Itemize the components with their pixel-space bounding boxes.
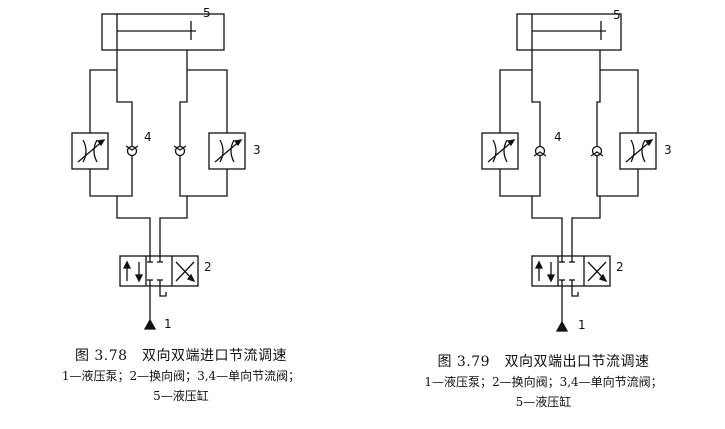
label-pump: 1 — [578, 318, 586, 332]
pump-symbol — [143, 318, 157, 330]
label-reversing-valve: 2 — [204, 260, 212, 274]
label-reversing-valve: 2 — [616, 260, 624, 274]
reversing-valve — [531, 255, 611, 287]
hydraulic-cylinder — [516, 13, 622, 51]
labels-right: 5 4 3 2 1 — [554, 8, 672, 332]
one-way-throttle-valve-right — [173, 69, 246, 197]
figure-legend-line: 1—液压泵；2—换向阀；3,4—单向节流阀； — [424, 375, 663, 389]
hydraulic-cylinder — [101, 13, 225, 51]
label-pump: 1 — [164, 317, 172, 331]
hydraulic-circuit-right — [481, 13, 657, 332]
figure-legend-line: 1—液压泵；2—换向阀；3,4—单向节流阀； — [61, 369, 301, 383]
figure-title: 图 3.79 双向双端出口节流调速 — [437, 354, 650, 370]
one-way-throttle-valve-left — [71, 69, 139, 197]
figure-legend-line: 5—液压缸 — [153, 389, 209, 403]
figure-caption-left: 图 3.78 双向双端进口节流调速 1—液压泵；2—换向阀；3,4—单向节流阀；… — [0, 346, 362, 406]
label-cylinder: 5 — [203, 6, 211, 20]
hydraulic-circuit-left — [71, 13, 246, 330]
figure-legend-line: 5—液压缸 — [515, 395, 572, 409]
figure-caption-right: 图 3.79 双向双端出口节流调速 1—液压泵；2—换向阀；3,4—单向节流阀；… — [362, 352, 725, 412]
figure-title: 图 3.78 双向双端进口节流调速 — [74, 348, 288, 364]
label-valve-3: 3 — [253, 143, 261, 157]
label-valve-4: 4 — [144, 130, 152, 144]
one-way-throttle-valve-left — [481, 69, 547, 197]
reversing-valve — [119, 255, 199, 287]
labels-left: 5 4 3 2 1 — [144, 6, 261, 331]
pump-symbol — [555, 320, 569, 332]
label-valve-4: 4 — [554, 130, 562, 144]
label-cylinder: 5 — [613, 8, 621, 22]
label-valve-3: 3 — [664, 143, 672, 157]
one-way-throttle-valve-right — [590, 69, 657, 197]
